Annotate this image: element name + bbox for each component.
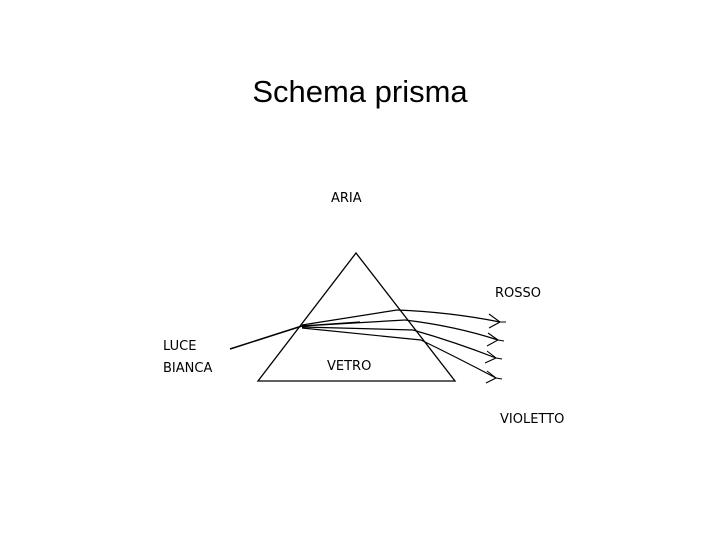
label-white-light-1: LUCE xyxy=(163,339,196,354)
incoming-ray xyxy=(230,325,305,349)
arrowhead-icon xyxy=(487,333,498,346)
arrowheads xyxy=(485,314,500,383)
ray-ticks xyxy=(496,322,506,379)
label-red: ROSSO xyxy=(495,286,541,301)
label-violet: VIOLETTO xyxy=(500,412,564,427)
label-glass: VETRO xyxy=(327,359,371,374)
arrowhead-icon xyxy=(485,351,496,363)
ray-red xyxy=(397,310,500,322)
label-white-light-2: BIANCA xyxy=(163,361,212,376)
arrowhead-icon xyxy=(486,371,496,383)
ray-green xyxy=(413,330,496,358)
ray-violet xyxy=(421,340,496,378)
ray-orange xyxy=(405,320,498,340)
label-air: ARIA xyxy=(331,191,362,206)
dispersed-rays xyxy=(397,310,500,378)
